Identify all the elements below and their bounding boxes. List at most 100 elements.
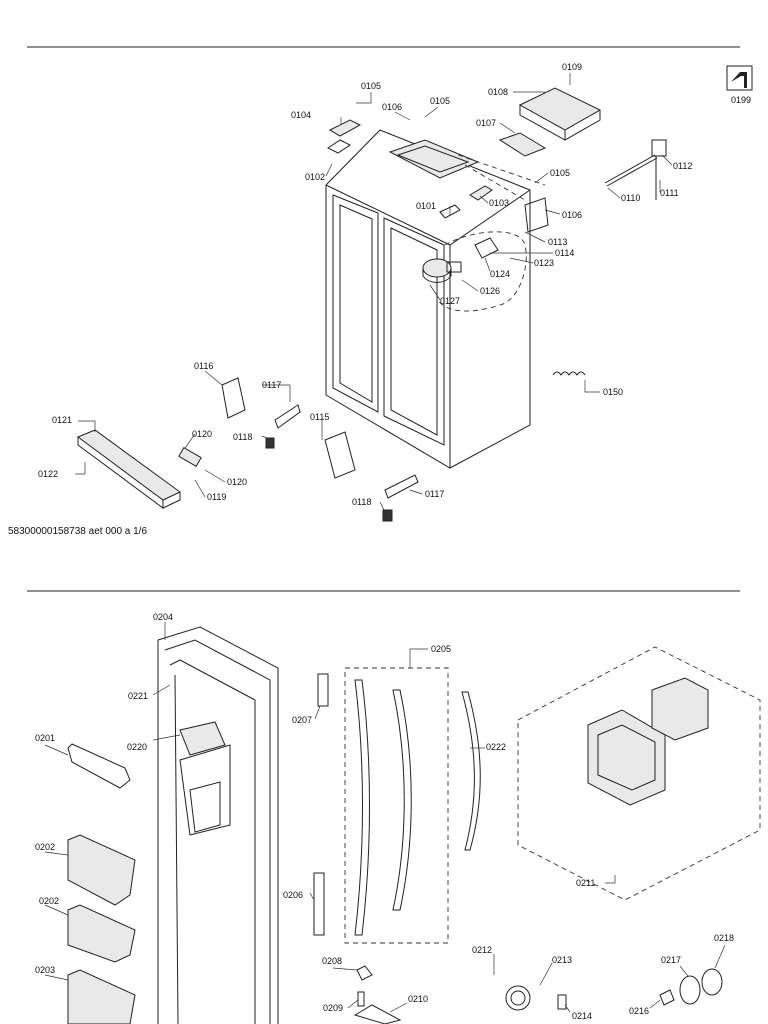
label-0202b: 0202 bbox=[39, 896, 59, 906]
part-0216-valve bbox=[659, 989, 675, 1006]
label-0115: 0115 bbox=[310, 412, 329, 422]
label-0114: 0114 bbox=[555, 248, 574, 258]
label-0103: 0103 bbox=[489, 198, 509, 208]
label-0120a: 0120 bbox=[192, 429, 212, 439]
label-0206: 0206 bbox=[283, 890, 303, 900]
label-0212: 0212 bbox=[472, 945, 492, 955]
label-0211: 0211 bbox=[576, 878, 595, 888]
dispenser-module-box bbox=[517, 646, 761, 901]
part-0211-display bbox=[651, 677, 709, 741]
leader-lines bbox=[44, 73, 726, 1013]
label-0101: 0101 bbox=[416, 201, 436, 211]
part-labels: 0105 0104 0106 0105 0102 0108 0109 0107 … bbox=[35, 62, 751, 1021]
label-0117b: 0117 bbox=[425, 489, 444, 499]
label-0112: 0112 bbox=[673, 161, 692, 171]
part-0121-rail bbox=[76, 429, 181, 509]
part-0124-fan bbox=[474, 237, 499, 259]
part-0217-seal bbox=[679, 975, 701, 1005]
part-0202b-bin bbox=[67, 904, 136, 963]
label-0113: 0113 bbox=[548, 237, 567, 247]
label-0208: 0208 bbox=[322, 956, 342, 966]
part-0104-cap bbox=[328, 119, 362, 137]
label-0107: 0107 bbox=[476, 118, 496, 128]
part-0211-panel bbox=[587, 709, 666, 806]
part-0202a-bin bbox=[67, 834, 136, 906]
label-0221: 0221 bbox=[128, 691, 148, 701]
part-0150-spring bbox=[552, 371, 586, 376]
part-0117b-hinge bbox=[384, 474, 419, 499]
part-0102-hinge bbox=[327, 139, 351, 154]
part-0205-handle-rear bbox=[392, 689, 412, 911]
part-0118a-foot bbox=[265, 437, 275, 449]
label-0118b: 0118 bbox=[352, 497, 371, 507]
label-0204: 0204 bbox=[153, 612, 173, 622]
part-0108-cover bbox=[518, 87, 602, 141]
part-0201-shelf bbox=[67, 743, 131, 789]
label-0110: 0110 bbox=[621, 193, 640, 203]
label-0106b: 0106 bbox=[562, 210, 582, 220]
part-0203-bin bbox=[67, 969, 136, 1024]
label-0201: 0201 bbox=[35, 733, 55, 743]
label-0207: 0207 bbox=[292, 715, 312, 725]
label-0109: 0109 bbox=[562, 62, 582, 72]
label-0123: 0123 bbox=[534, 258, 554, 268]
part-0103-clip bbox=[469, 185, 493, 201]
label-0214: 0214 bbox=[572, 1011, 592, 1021]
label-0124: 0124 bbox=[490, 269, 510, 279]
label-0216: 0216 bbox=[629, 1006, 649, 1016]
label-0209: 0209 bbox=[323, 1003, 343, 1013]
label-0118a: 0118 bbox=[233, 432, 252, 442]
label-0222: 0222 bbox=[486, 742, 506, 752]
label-0213: 0213 bbox=[552, 955, 572, 965]
door-assembly bbox=[157, 626, 279, 1024]
part-0115-bracket bbox=[324, 431, 356, 479]
label-0102: 0102 bbox=[305, 172, 325, 182]
label-0105b: 0105 bbox=[430, 96, 450, 106]
label-0105c: 0105 bbox=[550, 168, 570, 178]
label-0210: 0210 bbox=[408, 994, 428, 1004]
cabinet-assembly bbox=[325, 129, 546, 469]
label-0217: 0217 bbox=[661, 955, 681, 965]
label-0119: 0119 bbox=[207, 492, 226, 502]
label-0203: 0203 bbox=[35, 965, 55, 975]
part-0206-bracket bbox=[313, 872, 325, 936]
part-0207-bracket bbox=[317, 673, 329, 707]
label-0150: 0150 bbox=[603, 387, 623, 397]
label-0108: 0108 bbox=[488, 87, 508, 97]
service-tool-icon bbox=[726, 65, 753, 91]
label-0104: 0104 bbox=[291, 110, 311, 120]
label-0105a: 0105 bbox=[361, 81, 381, 91]
part-0214-clip bbox=[557, 994, 567, 1010]
part-0218-seal bbox=[701, 968, 723, 996]
part-0116-bracket bbox=[221, 377, 246, 419]
label-0127: 0127 bbox=[440, 296, 460, 306]
label-0117a: 0117 bbox=[262, 380, 281, 390]
label-0202a: 0202 bbox=[35, 842, 55, 852]
part-0210-tray bbox=[353, 1004, 402, 1024]
label-0122: 0122 bbox=[38, 469, 58, 479]
label-0199: 0199 bbox=[731, 95, 751, 105]
part-0107-bracket bbox=[498, 132, 547, 157]
label-0111: 0111 bbox=[660, 188, 679, 198]
part-0119-pin bbox=[178, 446, 202, 468]
part-0209-pin bbox=[357, 991, 365, 1007]
part-0213-ring bbox=[505, 985, 531, 1011]
label-0116: 0116 bbox=[194, 361, 213, 371]
part-0222-trim bbox=[461, 691, 481, 851]
label-0120b: 0120 bbox=[227, 477, 247, 487]
part-0118b-foot bbox=[382, 509, 393, 522]
label-0220: 0220 bbox=[127, 742, 147, 752]
label-0126: 0126 bbox=[480, 286, 500, 296]
part-0113-damper bbox=[524, 197, 549, 233]
part-0127-motor bbox=[422, 258, 462, 283]
document-code: 58300000158738 aet 000 a 1/6 bbox=[8, 526, 147, 537]
label-0121: 0121 bbox=[52, 415, 72, 425]
part-0110-heater bbox=[604, 139, 667, 200]
label-0106a: 0106 bbox=[382, 102, 402, 112]
part-0117a-hinge bbox=[274, 404, 301, 429]
label-0205: 0205 bbox=[431, 644, 451, 654]
label-0218: 0218 bbox=[714, 933, 734, 943]
part-0205-handle bbox=[354, 679, 370, 936]
part-0208-lever bbox=[356, 965, 373, 981]
